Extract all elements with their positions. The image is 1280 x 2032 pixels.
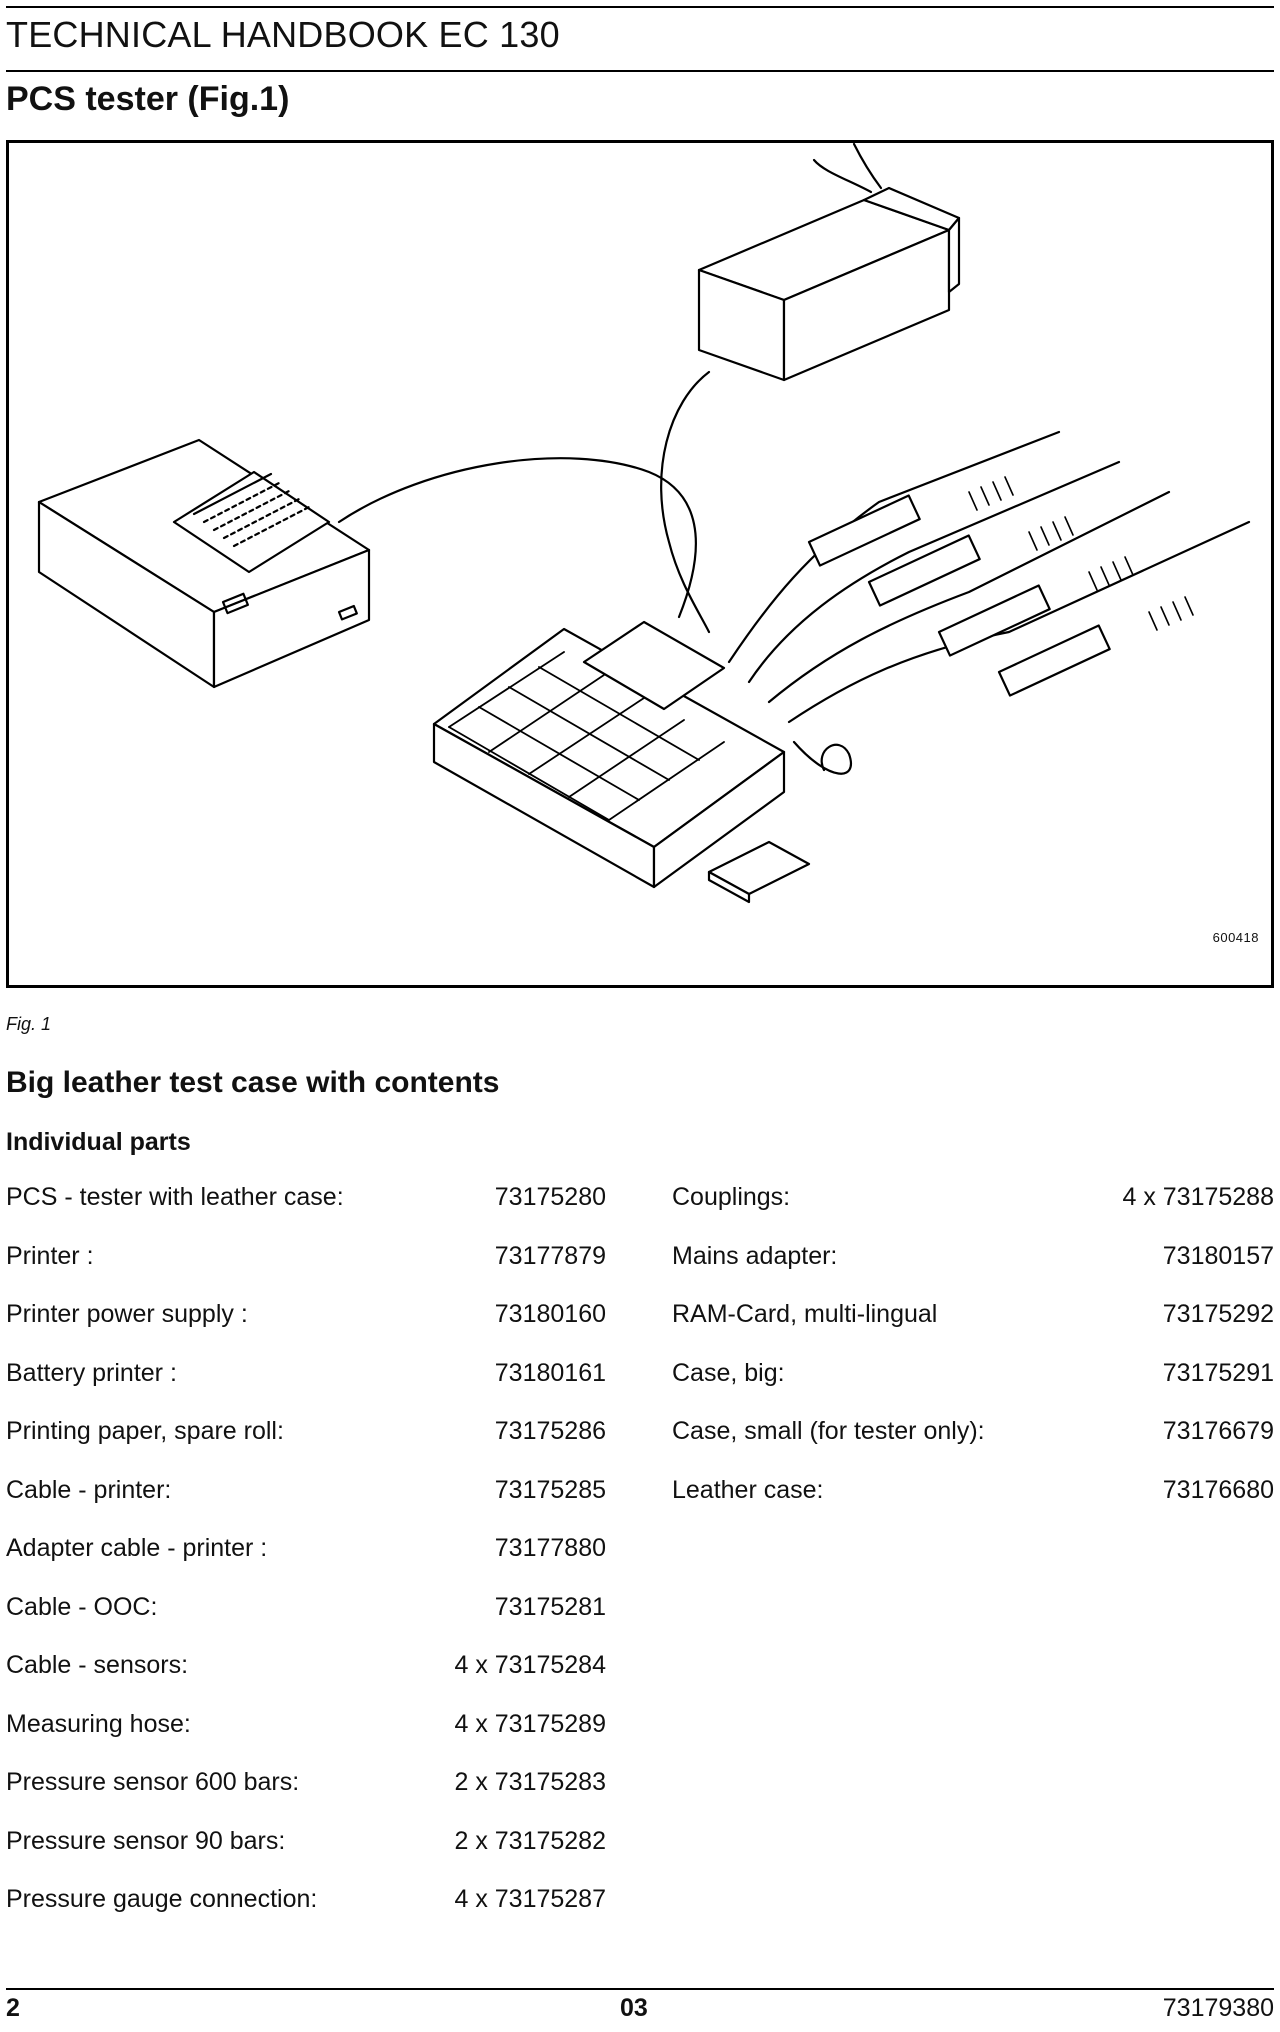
part-number: 73180160 [494, 1300, 606, 1328]
part-row: Printer power supply : 73180160 [6, 1300, 606, 1359]
part-number: 73180161 [494, 1358, 606, 1387]
part-row: Measuring hose: 4 x 73175289 [6, 1710, 606, 1769]
footer-rule [6, 1988, 1274, 1990]
section-title: PCS tester (Fig.1) [6, 80, 290, 118]
sensor-cables [727, 430, 1251, 775]
figure-code: 600418 [1212, 930, 1259, 945]
part-number: 73175291 [1162, 1358, 1274, 1387]
part-number: 73175285 [494, 1475, 606, 1504]
footer-revision: 03 [620, 1994, 648, 2022]
part-number: 4 x 73175288 [1122, 1183, 1274, 1211]
part-row: Pressure sensor 90 bars: 2 x 73175282 [6, 1827, 606, 1886]
control-unit-cable [660, 370, 711, 634]
pcs-tester-illustration [37, 142, 1251, 904]
part-name: Cable - sensors: [6, 1651, 189, 1679]
part-row: Pressure gauge connection: 4 x 73175287 [6, 1885, 606, 1944]
part-name: Cable - OOC: [6, 1592, 158, 1621]
header-bottom-rule [6, 70, 1274, 72]
part-name: Case, small (for tester only): [672, 1417, 985, 1445]
part-name: Case, big: [672, 1358, 785, 1387]
part-row: Leather case: 73176680 [672, 1476, 1274, 1535]
part-number: 73175281 [494, 1592, 606, 1621]
part-number: 73177880 [494, 1534, 606, 1562]
part-number: 73180157 [1162, 1241, 1274, 1270]
printer-unit [37, 438, 371, 689]
part-name: Printer : [6, 1241, 94, 1270]
part-name: RAM-Card, multi-lingual [672, 1300, 938, 1328]
part-row: Pressure sensor 600 bars: 2 x 73175283 [6, 1768, 606, 1827]
figure-frame: 600418 [6, 142, 1274, 988]
part-number: 73175292 [1162, 1300, 1274, 1328]
part-row: RAM-Card, multi-lingual 73175292 [672, 1300, 1274, 1359]
part-name: Adapter cable - printer : [6, 1534, 268, 1562]
part-name: Cable - printer: [6, 1475, 172, 1504]
part-name: Couplings: [672, 1183, 791, 1211]
part-row: Mains adapter: 73180157 [672, 1242, 1274, 1301]
part-number: 4 x 73175289 [454, 1709, 606, 1738]
footer-page-number: 2 [6, 1994, 20, 2022]
part-row: Case, small (for tester only): 73176679 [672, 1417, 1274, 1476]
figure-caption: Fig. 1 [6, 1014, 52, 1034]
section-rule [6, 140, 1274, 143]
part-row: Adapter cable - printer : 73177880 [6, 1534, 606, 1593]
header-top-rule [6, 6, 1274, 8]
part-number: 73175280 [494, 1183, 606, 1211]
part-number: 4 x 73175287 [454, 1885, 606, 1913]
part-number: 73175286 [494, 1417, 606, 1445]
part-row: Cable - OOC: 73175281 [6, 1593, 606, 1652]
part-row: Battery printer : 73180161 [6, 1359, 606, 1418]
part-name: Pressure sensor 90 bars: [6, 1826, 286, 1855]
part-row: PCS - tester with leather case: 73175280 [6, 1183, 606, 1242]
part-name: PCS - tester with leather case: [6, 1183, 344, 1211]
handbook-title: TECHNICAL HANDBOOK EC 130 [6, 14, 560, 55]
footer-document-number: 73179380 [1162, 1994, 1274, 2022]
part-name: Battery printer : [6, 1358, 177, 1387]
part-number: 73177879 [494, 1241, 606, 1270]
part-number: 73176679 [1162, 1417, 1274, 1445]
part-name: Printer power supply : [6, 1300, 248, 1328]
part-row: Couplings: 4 x 73175288 [672, 1183, 1274, 1242]
part-name: Mains adapter: [672, 1241, 838, 1270]
part-number: 2 x 73175282 [454, 1826, 606, 1855]
part-number: 73176680 [1162, 1475, 1274, 1504]
printer-cable [337, 457, 697, 619]
contents-title: Big leather test case with contents [6, 1066, 500, 1099]
part-row: Cable - sensors: 4 x 73175284 [6, 1651, 606, 1710]
tester-unit [432, 620, 811, 904]
part-name: Printing paper, spare roll: [6, 1417, 284, 1445]
part-name: Measuring hose: [6, 1709, 191, 1738]
part-row: Printer : 73177879 [6, 1242, 606, 1301]
part-row: Cable - printer: 73175285 [6, 1476, 606, 1535]
part-row: Case, big: 73175291 [672, 1359, 1274, 1418]
part-row: Printing paper, spare roll: 73175286 [6, 1417, 606, 1476]
part-name: Pressure gauge connection: [6, 1885, 318, 1913]
part-number: 4 x 73175284 [454, 1651, 606, 1679]
part-number: 2 x 73175283 [454, 1768, 606, 1796]
parts-list-right: Couplings: 4 x 73175288 Mains adapter: 731… [672, 1183, 1274, 1534]
parts-list-left: PCS - tester with leather case:73175280 … [6, 1183, 606, 1944]
part-name: Leather case: [672, 1475, 824, 1504]
control-unit-box [697, 142, 961, 382]
part-name: Pressure sensor 600 bars: [6, 1768, 300, 1796]
contents-subtitle: Individual parts [6, 1128, 191, 1156]
